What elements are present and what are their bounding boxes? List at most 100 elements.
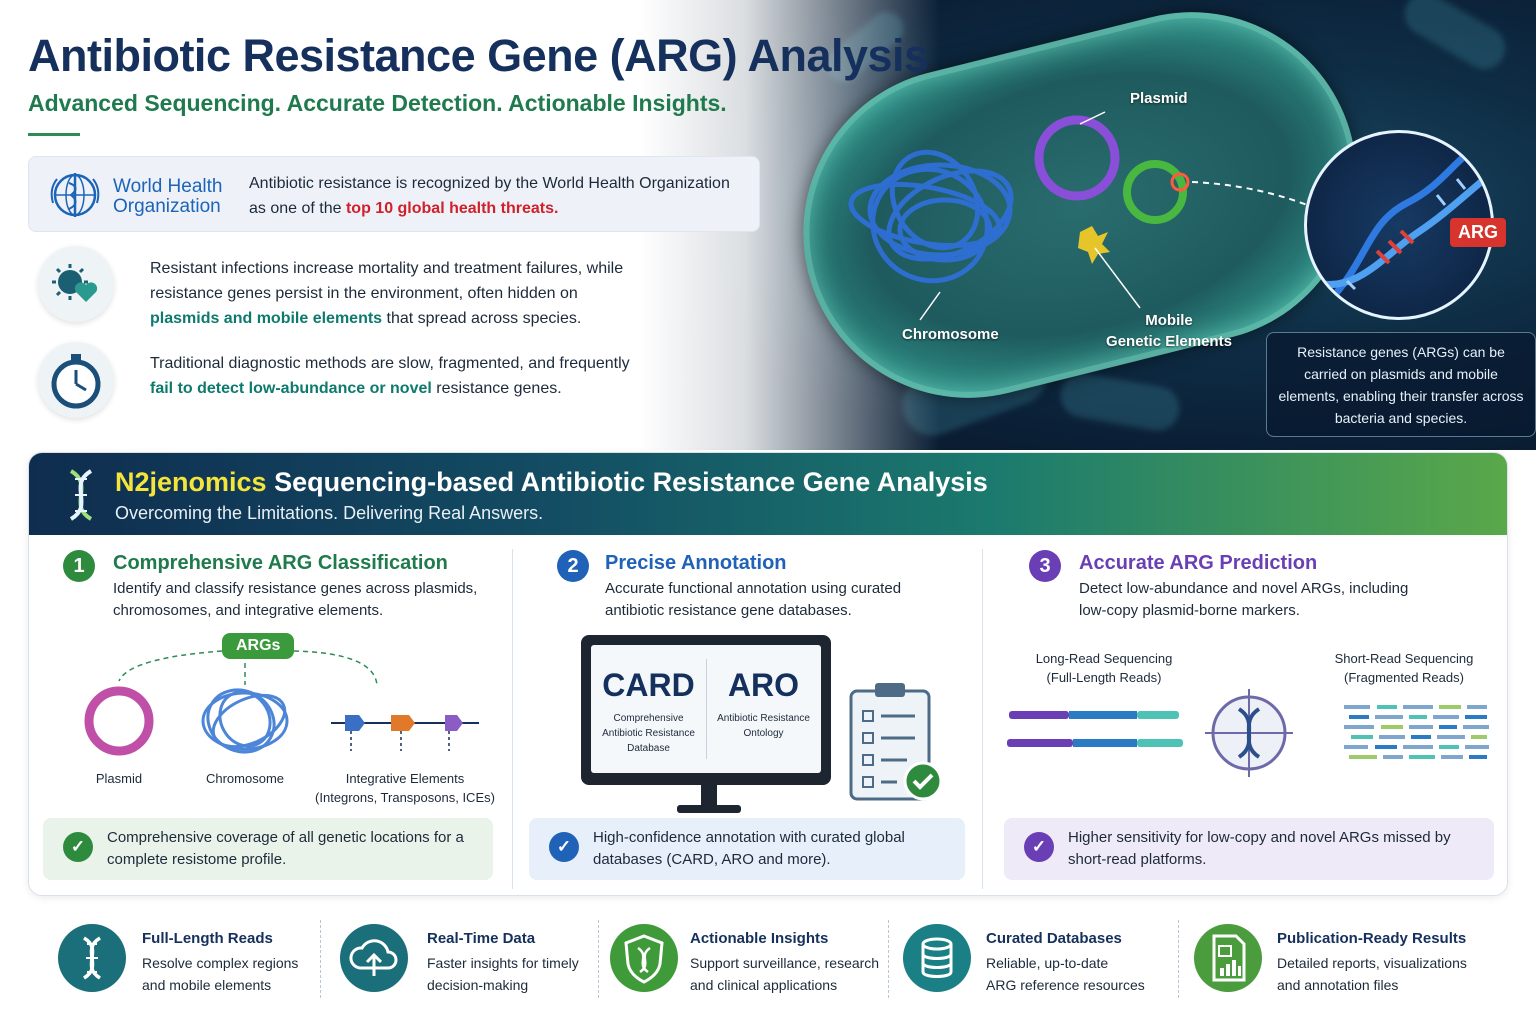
integrative-element-icon [331,715,479,751]
feature-divider [598,920,599,998]
feature-divider [1178,920,1179,998]
who-text: Antibiotic resistance is recognized by t… [249,175,730,217]
database-glyph [921,937,953,978]
step-number-2: 2 [557,550,589,582]
mobile-label-line: Mobile [1145,312,1193,329]
report-icon [1194,924,1262,992]
mobile-element-icon [1078,226,1110,264]
target-dna-icon [1205,689,1293,777]
who-name-line: Organization [113,196,221,217]
db-divider [706,659,707,759]
long-reads [1007,711,1183,747]
footer-text: High-confidence annotation with curated … [593,829,905,868]
feature-line: Reliable, up-to-date [986,955,1109,971]
long-read-label: Long-Read Sequencing (Full-Length Reads) [1019,649,1189,687]
feature-line: Support surveillance, research [690,955,880,971]
shield-dna-glyph [624,934,664,984]
point-icon-circle [38,246,114,322]
feature-title: Actionable Insights [690,930,829,947]
short-read-label-line: Short-Read Sequencing [1334,651,1474,666]
chromosome-caption: Chromosome [205,771,285,786]
who-logo-icon [50,173,100,217]
feature-line: Resolve complex regions [142,955,299,971]
chromosome-icon [201,688,289,754]
report-glyph [1212,934,1246,982]
panel-title-text: Sequencing-based Antibiotic Resistance G… [274,467,988,497]
footer-text: Higher sensitivity for low-copy and nove… [1068,829,1451,868]
point-icon-circle [38,342,114,418]
feature-title: Curated Databases [986,930,1122,947]
brand-name: N2jenomics [115,467,267,497]
mobile-elements-label: Mobile Genetic Elements [1104,310,1234,352]
db-aro-abbr: ARO [727,667,800,703]
plasmid-label: Plasmid [1130,90,1188,107]
column-text-3: Detect low-abundance and novel ARGs, inc… [1079,580,1409,619]
feature-line: ARG reference resources [986,977,1145,993]
point-text-2: Traditional diagnostic methods are slow,… [150,351,650,401]
dna-icon-glyph [82,936,102,980]
page-subtitle: Advanced Sequencing. Accurate Detection.… [28,90,727,116]
point-highlight: plasmids and mobile elements [150,310,383,327]
chromosome-icon [848,149,1014,284]
feature-line: and annotation files [1277,977,1399,993]
panel-header: N2jenomics Sequencing-based Antibiotic R… [29,453,1507,535]
feature-line: and clinical applications [690,977,838,993]
check-icon: ✓ [63,832,93,862]
who-statement: Antibiotic resistance is recognized by t… [249,171,749,221]
cloud-upload-glyph [349,939,398,976]
dna-icon [69,469,93,521]
feature-text: Reliable, up-to-date ARG reference resou… [986,952,1176,996]
column-footer-1: ✓ Comprehensive coverage of all genetic … [43,818,493,880]
zoom-arrow [1191,181,1321,211]
column-title-1: Comprehensive ARG Classification [113,552,448,574]
point-text: resistance genes. [431,380,562,397]
point-text: that spread across species. [382,310,582,327]
who-name-line: World Health [113,176,223,197]
feature-line: and mobile elements [142,977,272,993]
feature-divider [320,920,321,998]
column-title-3: Accurate ARG Prediction [1079,552,1318,574]
args-diagram [84,650,479,756]
plasmid-caption: Plasmid [95,771,143,786]
column-title-2: Precise Annotation [605,552,787,574]
integrative-subcaption: (Integrons, Transposons, ICEs) [315,790,495,805]
hero-callout: Resistance genes (ARGs) can be carried o… [1266,332,1536,437]
check-icon: ✓ [549,832,579,862]
column-text-2: Accurate functional annotation using cur… [605,580,902,619]
feature-text: Detailed reports, visualizations and ann… [1277,952,1497,996]
title-rule [28,133,80,136]
db-card-abbr: CARD [602,667,695,703]
point-text-1: Resistant infections increase mortality … [150,256,630,331]
monitor-screen: CARD Comprehensive Antibiotic Resistance… [591,645,821,773]
page-title: Antibiotic Resistance Gene (ARG) Analysi… [28,30,929,81]
dna-icon [58,924,126,992]
feature-line: Faster insights for timely [427,955,579,971]
column-text-1: Identify and classify resistance genes a… [113,580,478,619]
plasmid-ring-icon [1123,160,1187,224]
checklist-icon [849,683,943,801]
plasmid-ring-icon [84,686,154,756]
point-text: Traditional diagnostic methods are slow,… [150,355,630,372]
feature-text: Faster insights for timely decision-maki… [427,952,607,996]
short-read-label: Short-Read Sequencing (Fragmented Reads) [1319,649,1489,687]
feature-title: Full-Length Reads [142,930,273,947]
stopwatch-icon [51,354,101,409]
column-footer-2: ✓ High-confidence annotation with curate… [529,818,965,880]
db-card-full: Comprehensive Antibiotic Resistance Data… [602,713,695,754]
short-reads [1344,705,1489,759]
database-icon [903,924,971,992]
footer-text: Comprehensive coverage of all genetic lo… [107,829,464,868]
feature-text: Resolve complex regions and mobile eleme… [142,952,322,996]
sequencing-comparison [1007,689,1489,777]
who-callout: World Health Organization Antibiotic res… [28,156,760,232]
panel-title: N2jenomics Sequencing-based Antibiotic R… [115,467,988,498]
feature-line: Detailed reports, visualizations [1277,955,1467,971]
column-footer-3: ✓ Higher sensitivity for low-copy and no… [1004,818,1494,880]
point-highlight: fail to detect low-abundance or novel [150,380,432,397]
point-text: Resistant infections increase mortality … [150,260,624,302]
short-read-label-line: (Fragmented Reads) [1344,670,1464,685]
cloud-upload-icon [340,924,408,992]
long-read-label-line: (Full-Length Reads) [1046,670,1162,685]
mobile-label-line: Genetic Elements [1106,333,1232,350]
column-divider [982,549,983,889]
